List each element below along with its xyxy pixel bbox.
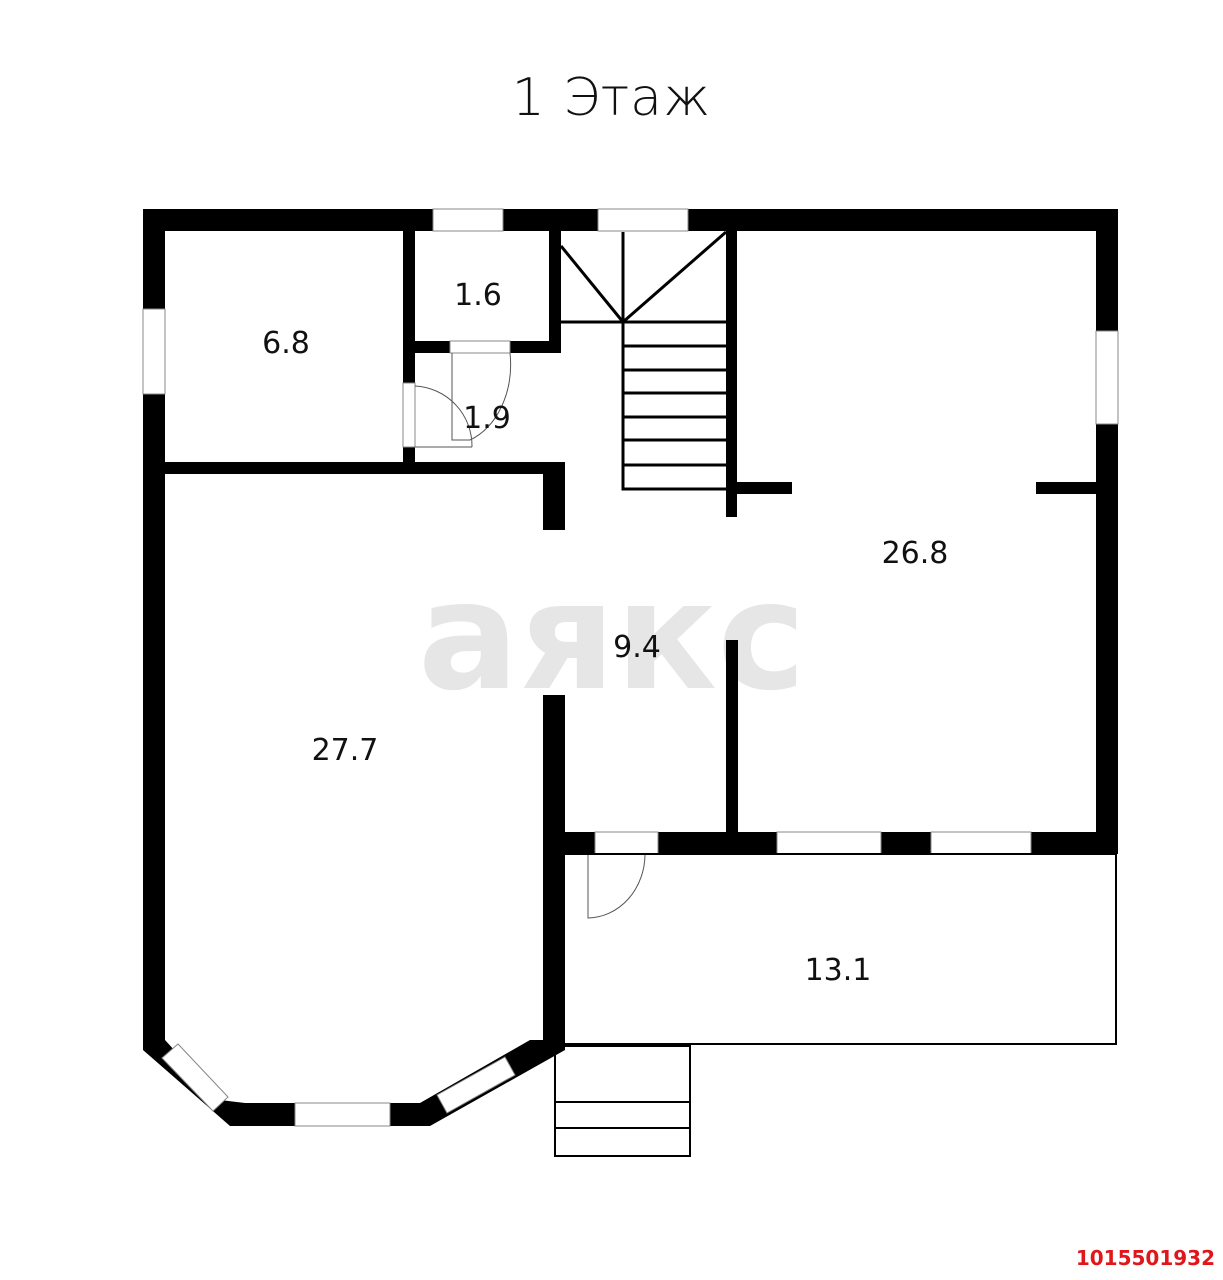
room-area-label: 1.9 bbox=[463, 401, 511, 436]
room-area-label: 1.6 bbox=[454, 278, 502, 313]
room-area-label: 13.1 bbox=[805, 953, 872, 988]
terrace-outline bbox=[554, 853, 1117, 1157]
room-area-label: 27.7 bbox=[312, 733, 379, 768]
watermark: аякс bbox=[418, 550, 806, 724]
staircase bbox=[559, 230, 727, 491]
room-area-label: 26.8 bbox=[882, 536, 949, 571]
floor-title: 1 Этаж bbox=[511, 68, 712, 128]
room-area-label: 9.4 bbox=[613, 630, 661, 665]
windows bbox=[142, 208, 1119, 1127]
room-area-label: 6.8 bbox=[262, 326, 310, 361]
doors bbox=[414, 352, 646, 919]
listing-id: 1015501932 bbox=[1075, 1246, 1215, 1270]
